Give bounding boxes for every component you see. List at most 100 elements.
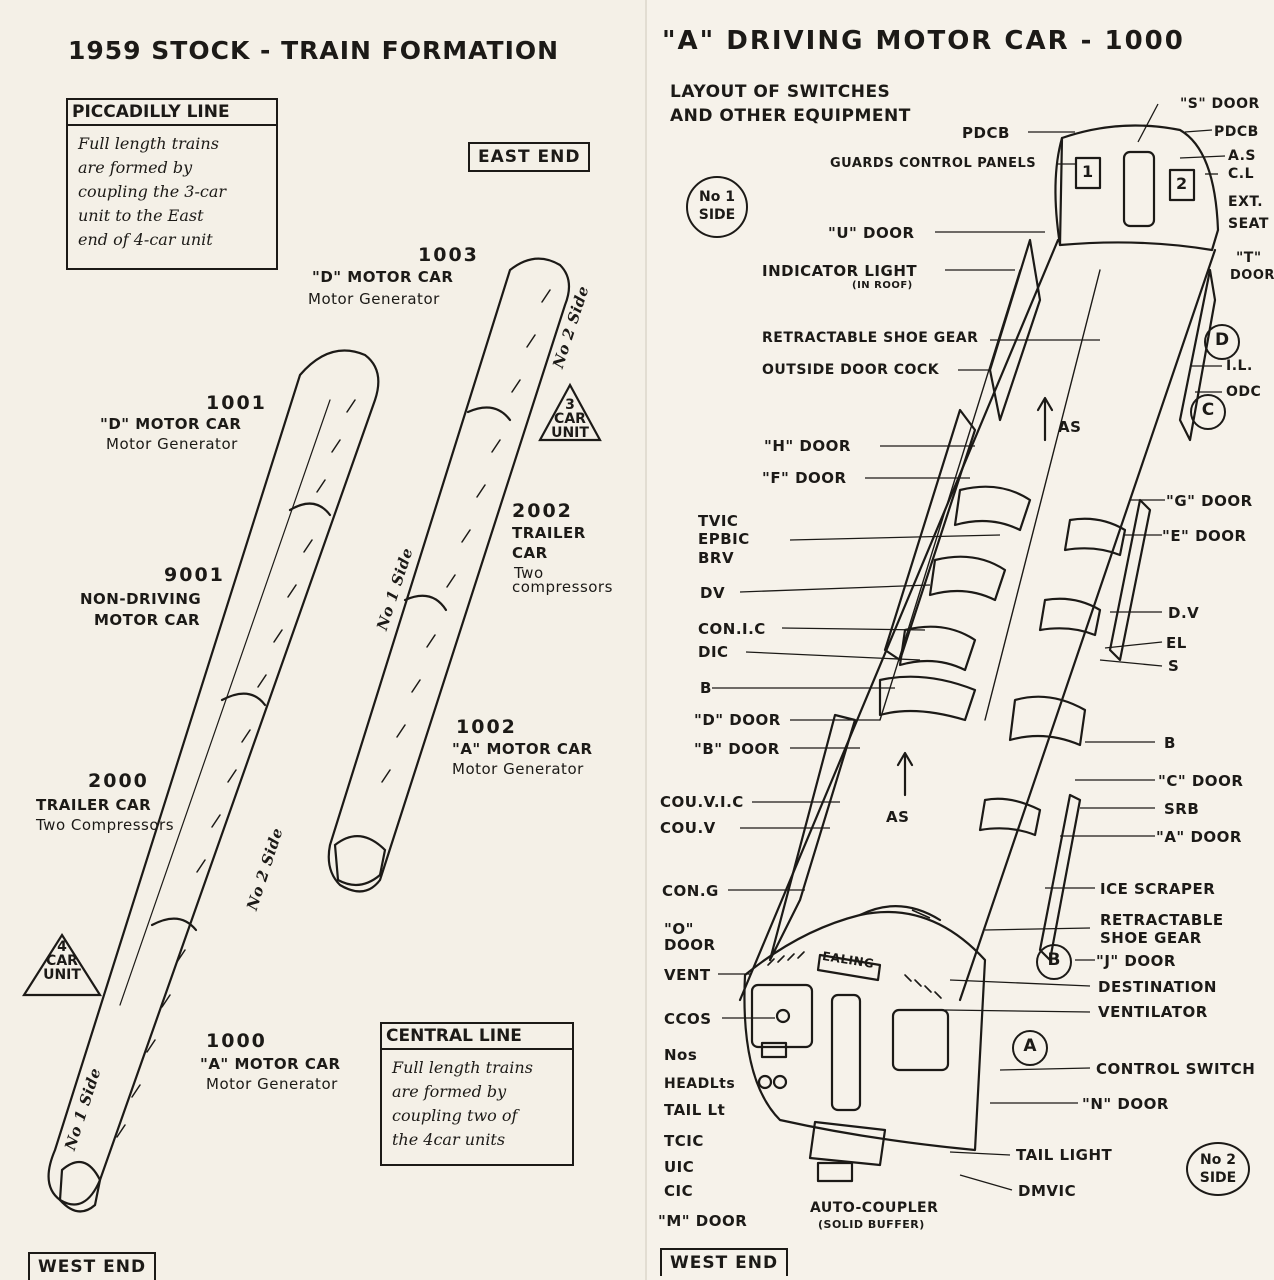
four-car-unit-triangle (22, 932, 102, 997)
label-cl: C.L (1228, 166, 1255, 182)
three-car-unit-triangle (538, 382, 602, 442)
car-2002-equipment: Two (514, 564, 544, 582)
label-s-door: "S" DOOR (1180, 96, 1260, 112)
label-cou-v: COU.V (660, 819, 716, 837)
car-2000-number: 2000 (88, 770, 149, 792)
label-tcic: TCIC (664, 1132, 704, 1150)
central-line-box: CENTRAL LINE Full length trains are form… (380, 1022, 574, 1166)
label-con-ic: CON.I.C (698, 620, 766, 638)
seat-block (1008, 695, 1087, 747)
label-tail-light-left: TAIL Lt (664, 1101, 726, 1119)
label-b-left: B (700, 679, 712, 697)
front-window-right (891, 1008, 950, 1072)
piccadilly-line-text: Full length trains are formed by couplin… (68, 126, 276, 258)
central-line-heading: CENTRAL LINE (382, 1024, 572, 1050)
west-end-label-left: WEST END (28, 1252, 157, 1280)
label-solid-buffer: (SOLID BUFFER) (818, 1218, 925, 1231)
label-m-door: "M" DOOR (658, 1212, 748, 1230)
page-fold (645, 0, 647, 1280)
b-door-panel (768, 713, 857, 962)
label-shoe-gear: SHOE GEAR (1100, 929, 1202, 947)
central-line-text: Full length trains are formed by couplin… (382, 1050, 572, 1158)
label-auto-coupler: AUTO-COUPLER (810, 1200, 939, 1216)
label-destination: DESTINATION (1098, 978, 1217, 996)
car-1001-type: "D" MOTOR CAR (100, 415, 242, 433)
label-j-door: "J" DOOR (1096, 952, 1176, 970)
far-cab-panel-2 (1168, 168, 1196, 202)
no2-side-badge: No 2 SIDE (1186, 1142, 1250, 1196)
destination-blind (816, 953, 882, 982)
label-brv: BRV (698, 549, 735, 567)
train-formation-title: 1959 STOCK - TRAIN FORMATION (68, 36, 560, 65)
right-page (646, 0, 1274, 1280)
car-1003-type: "D" MOTOR CAR (312, 268, 454, 286)
three-car-unit-outline (327, 257, 571, 893)
car-1000-front (58, 1160, 102, 1213)
car-joint (403, 594, 448, 612)
label-b-door: "B" DOOR (694, 740, 780, 758)
label-guards-control-panels: GUARDS CONTROL PANELS (830, 156, 1037, 171)
piccadilly-line-text-line: end of 4-car unit (78, 230, 213, 249)
car-9001-equipment: MOTOR CAR (94, 611, 201, 629)
far-cab-door (1122, 150, 1156, 228)
as-label-front: AS (886, 808, 910, 826)
label-c-door: "C" DOOR (1158, 772, 1244, 790)
car-1001-equipment: Motor Generator (106, 435, 238, 453)
label-odc: ODC (1226, 384, 1262, 400)
label-tvic: TVIC (698, 512, 739, 530)
label-in-roof: (IN ROOF) (852, 280, 913, 291)
label-t-door-bottom: DOOR (1230, 268, 1274, 283)
label-dmvic: DMVIC (1018, 1182, 1077, 1200)
label-cic: CIC (664, 1182, 694, 1200)
piccadilly-line-text-line: Full length trains (78, 134, 219, 153)
label-ext: EXT. (1228, 194, 1264, 210)
label-ventilator: VENTILATOR (1098, 1003, 1208, 1021)
car-9001-number: 9001 (164, 564, 225, 586)
badge-line: No 1 (699, 189, 735, 205)
driving-motor-car-title: "A" DRIVING MOTOR CAR - 1000 (662, 26, 1185, 56)
car-9001-type: NON-DRIVING (80, 590, 202, 608)
label-dv-left: DV (700, 584, 726, 602)
label-pdcb-right: PDCB (1214, 124, 1259, 140)
label-g-door: "G" DOOR (1166, 492, 1253, 510)
label-h-door: "H" DOOR (764, 437, 851, 455)
west-end-label-right: WEST END (660, 1248, 789, 1276)
far-cab-side (1054, 136, 1064, 247)
central-line-text-line: Full length trains (392, 1058, 533, 1077)
badge-line: No 2 (1200, 1152, 1236, 1168)
label-s: S (1168, 657, 1180, 675)
badge-line: 4 (57, 939, 67, 955)
window-ticks (116, 399, 356, 1138)
piccadilly-line-box: PICCADILLY LINE Full length trains are f… (66, 98, 278, 270)
label-u-door: "U" DOOR (828, 224, 915, 242)
piccadilly-line-text-line: are formed by (78, 158, 193, 177)
car-joint (150, 917, 198, 932)
car-joint (288, 502, 332, 517)
four-car-unit-outline (47, 349, 380, 1206)
east-end-label: EAST END (468, 142, 591, 172)
badge-line: 3 (565, 397, 575, 413)
badge-line: SIDE (698, 207, 736, 223)
label-n-door: "N" DOOR (1082, 1095, 1169, 1113)
circle-a: A (1012, 1030, 1048, 1066)
seat-block (978, 797, 1042, 837)
car-1000-type: "A" MOTOR CAR (200, 1055, 341, 1073)
badge-line: CAR (554, 411, 586, 427)
central-line-text-line: coupling two of (392, 1106, 518, 1125)
right-wall-top (958, 248, 1217, 1002)
front-door (830, 993, 862, 1112)
label-vent: VENT (664, 966, 711, 984)
no1-side-badge: No 1 SIDE (686, 176, 748, 238)
label-as: A.S (1228, 148, 1256, 164)
label-srb: SRB (1164, 800, 1200, 818)
car-2002-number: 2002 (512, 500, 573, 522)
t-door-panel (1178, 268, 1217, 442)
headlight (772, 1074, 788, 1090)
front-window-left (750, 983, 814, 1049)
four-car-unit-badge: 4 CAR UNIT (38, 940, 86, 982)
far-cab-panel-1 (1074, 156, 1102, 190)
seat-block (898, 625, 977, 672)
a-door-panel (1038, 793, 1082, 962)
label-b-right: B (1164, 734, 1176, 752)
